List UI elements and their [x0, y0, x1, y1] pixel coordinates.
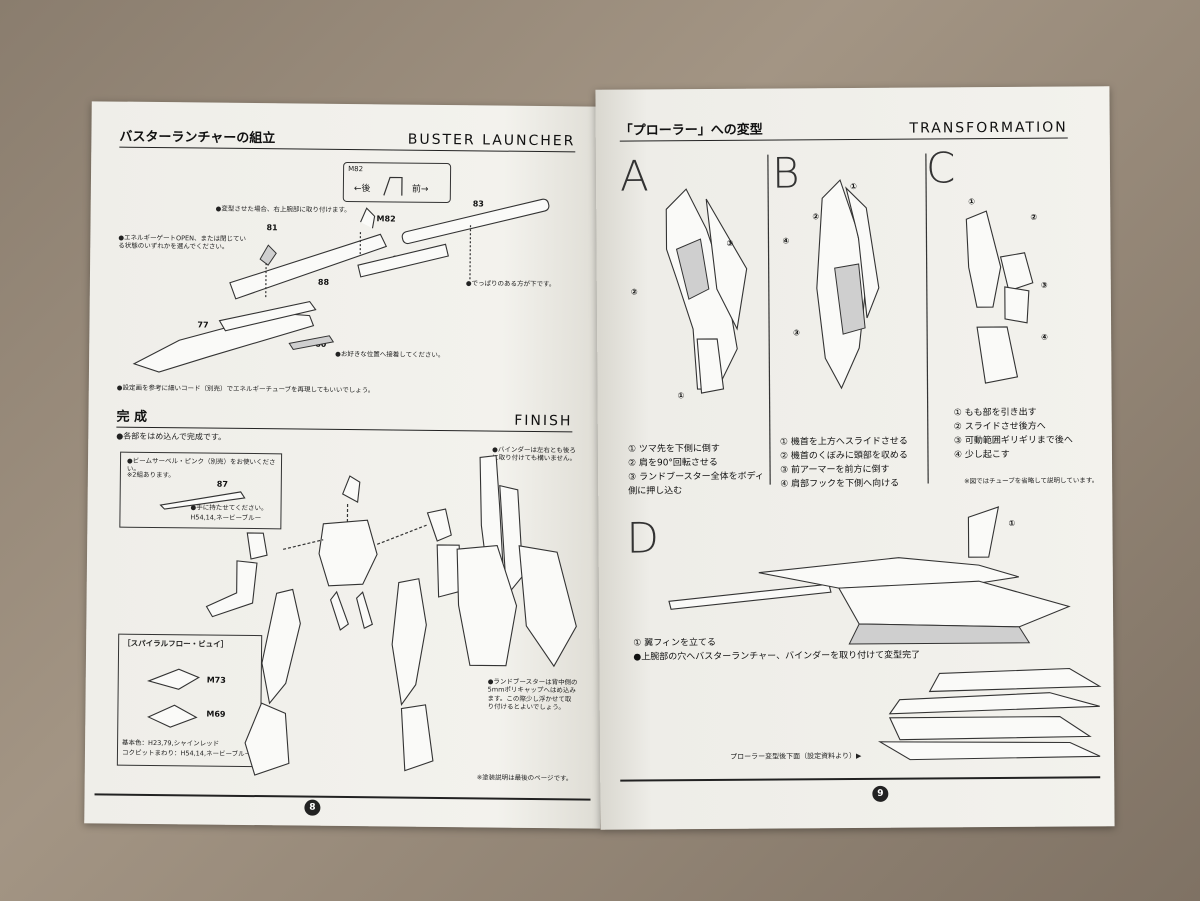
spiral-flow-box: ［スパイラルフロー・ビュイ］ M73 M69 基本色：H23,79,シャインレッ…: [116, 633, 263, 768]
left-page: バスターランチャーの組立 BUSTER LAUNCHER M82 ←後 前→ ●…: [84, 101, 608, 829]
transformation-abc-illustration: [665, 153, 1034, 485]
page-number-8: 8: [304, 799, 321, 816]
step-d-list: ① 翼フィンを立てる ●上腕部の穴へバスターランチャー、バインダーを取り付けて変…: [633, 635, 953, 665]
transformation-d-illustration: [668, 506, 1102, 761]
d-callout-1: ①: [1008, 518, 1016, 528]
direction-part-icon: [383, 176, 403, 196]
buster-launcher-illustration: [132, 198, 550, 373]
finish-robot-illustration: [205, 454, 577, 776]
right-page: 「プローラー」への変型 TRANSFORMATION A B C ③ ② ① ①…: [595, 86, 1115, 830]
step-d-caption: プローラー変型後下面（設定資料より）▶: [730, 751, 862, 761]
step-d-item: ●上腕部の穴へバスターランチャー、バインダーを取り付けて変型完了: [633, 650, 921, 663]
saber-box: ●ビームサーベル・ピンク（別売）をお使いください。 ※2組あります。 87 ●手…: [119, 451, 283, 530]
beam-saber-icon: [159, 491, 246, 510]
direction-box: M82 ←後 前→: [342, 161, 452, 204]
page-number-9: 9: [872, 785, 889, 802]
spiral-flow-illustration: [146, 668, 201, 728]
finish-footer-note: ※塗装説明は最後のページです。: [476, 773, 573, 783]
